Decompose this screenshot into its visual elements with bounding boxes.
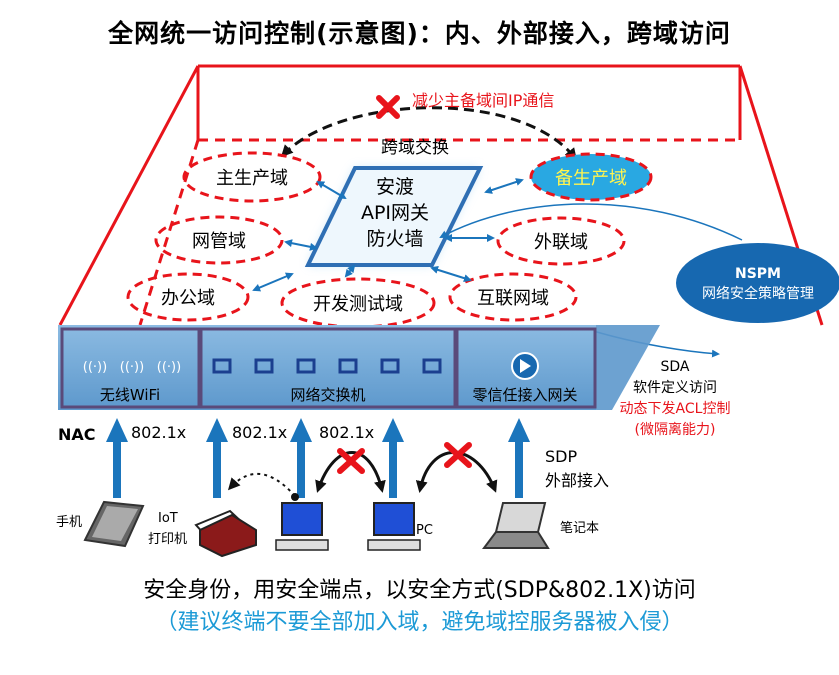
page-title: 全网统一访问控制(示意图)：内、外部接入，跨域访问 (108, 19, 731, 48)
monitor-icon (281, 502, 323, 536)
wifi-icon: ((·)) (157, 360, 181, 375)
phone-device[interactable]: 手机 (56, 500, 145, 548)
iot-label-1: IoT (158, 511, 178, 526)
switch-ports (212, 358, 442, 374)
monitor-icon (373, 502, 415, 536)
wifi-label: 无线WiFi (100, 386, 160, 404)
domain-backup-label: 备生产域 (555, 168, 627, 189)
sdp-line1: SDP (545, 447, 577, 466)
infrastructure-panel (58, 325, 660, 410)
dot1x-label-3: 802.1x (319, 423, 374, 442)
laptop-icon (494, 502, 547, 533)
nspm-node[interactable]: NSPM 网络安全策略管理 (676, 243, 839, 323)
switch-segment[interactable]: 网络交换机 (199, 327, 457, 409)
domain-primary[interactable]: 主生产域 (182, 151, 322, 203)
domain-office-label: 办公域 (161, 288, 215, 309)
ztna-label: 零信任接入网关 (472, 386, 577, 404)
pc-device-1[interactable] (275, 502, 329, 551)
nspm-line2: 网络安全策略管理 (702, 285, 814, 302)
domain-backup[interactable]: 备生产域 (529, 152, 653, 202)
domain-devtest-label: 开发测试域 (313, 294, 403, 315)
nac-label: NAC (58, 425, 96, 444)
ztna-icon (520, 359, 531, 373)
sdp-line2: 外部接入 (545, 471, 609, 490)
blocked-x-icon (376, 95, 400, 119)
switch-label: 网络交换机 (290, 386, 365, 404)
domain-external-label: 外联域 (534, 232, 588, 253)
sda-line4: (微隔离能力) (635, 421, 716, 438)
dot1x-label-1: 802.1x (131, 423, 186, 442)
sda-line3: 动态下发ACL控制 (620, 401, 731, 417)
wifi-icon: ((·)) (83, 360, 107, 375)
api-gateway[interactable]: 安渡 API网关 防火墙 (304, 166, 484, 267)
pc-lateral-arrow (315, 451, 386, 493)
domain-external[interactable]: 外联域 (496, 216, 626, 266)
wifi-segment[interactable]: ((·)) ((·)) ((·)) 无线WiFi (60, 327, 201, 409)
primary-backup-arc (280, 106, 577, 161)
nspm-link-gateway (439, 203, 743, 241)
sda-line1: SDA (661, 359, 690, 375)
domain-internet[interactable]: 互联网域 (448, 272, 578, 322)
printer-device[interactable]: IoT 打印机 (148, 509, 257, 558)
ztna-segment[interactable]: 零信任接入网关 (455, 327, 597, 409)
domain-netmgmt[interactable]: 网管域 (154, 215, 284, 265)
phone-label: 手机 (56, 515, 82, 530)
iot-label-2: 打印机 (148, 532, 187, 547)
laptop-label: 笔记本 (560, 520, 599, 536)
nspm-line1: NSPM (735, 266, 781, 282)
domain-netmgmt-label: 网管域 (192, 231, 246, 252)
sda-line2: 软件定义访问 (633, 380, 717, 396)
pc-device-2[interactable]: PC (367, 502, 433, 551)
laptop-device[interactable]: 笔记本 (482, 502, 599, 549)
bottom-summary: 安全身份，用安全端点，以安全方式(SDP&802.1X)访问 (143, 578, 696, 603)
domain-primary-label: 主生产域 (216, 168, 288, 189)
domain-internet-label: 互联网域 (477, 288, 549, 309)
pc-label: PC (416, 523, 433, 538)
gateway-links (252, 178, 524, 292)
cross-domain-label: 跨域交换 (381, 138, 449, 158)
printer-lateral-arrow (227, 473, 296, 497)
dot1x-label-2: 802.1x (232, 423, 287, 442)
blocked-x-icon (337, 448, 365, 474)
gateway-line1: 安渡 (376, 176, 414, 198)
bottom-note: （建议终端不要全部加入域，避免域控服务器被入侵） (155, 610, 684, 635)
blocked-x-icon (444, 442, 472, 468)
access-arrows (106, 418, 530, 498)
wifi-icon: ((·)) (120, 360, 144, 375)
gateway-line2: API网关 (361, 202, 429, 224)
domain-office[interactable]: 办公域 (126, 272, 250, 322)
top-note: 减少主备域间IP通信 (412, 91, 554, 110)
gateway-line3: 防火墙 (366, 228, 423, 250)
